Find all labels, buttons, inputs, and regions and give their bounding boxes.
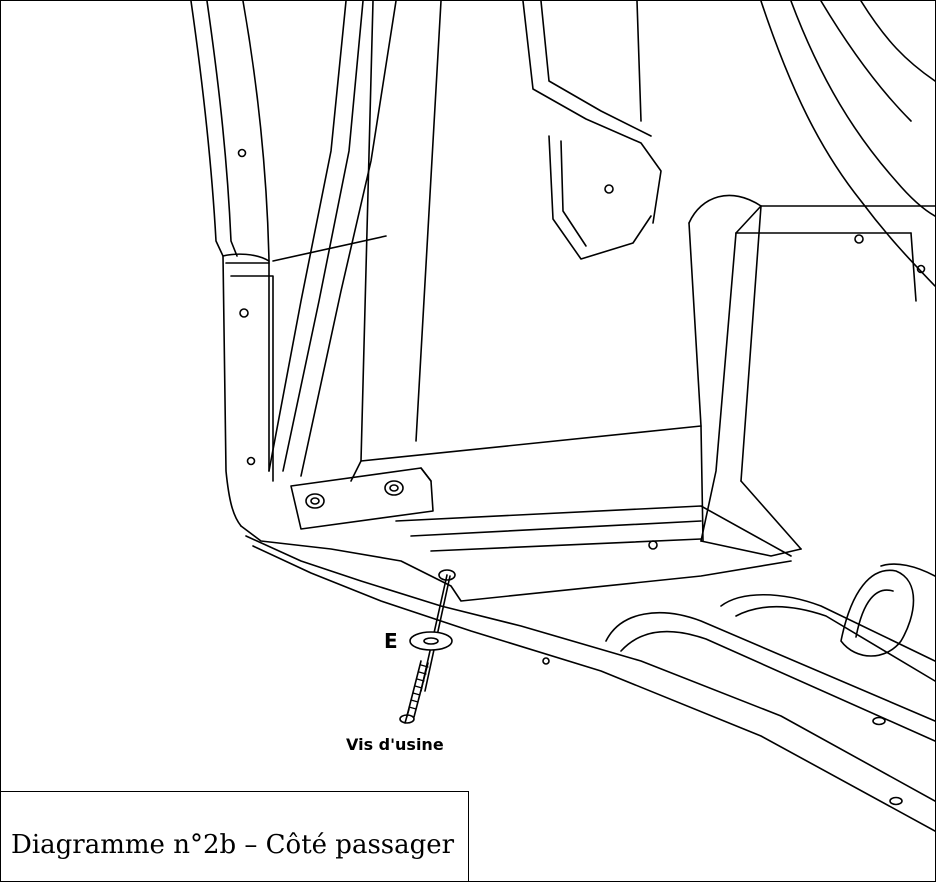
floor-loop <box>840 569 915 657</box>
console-box <box>700 205 935 557</box>
screw-label: Vis d'usine <box>346 735 444 754</box>
washer-and-screw <box>399 574 453 724</box>
inner-pillars <box>268 1 397 477</box>
washer-label: E <box>384 629 398 653</box>
floor-pan <box>240 505 935 832</box>
left-pillar <box>190 1 274 527</box>
back-wall <box>350 1 704 542</box>
upper-bracket <box>522 1 662 260</box>
right-upper-frame <box>688 1 935 287</box>
diagram-caption: Diagramme n°2b – Côté passager <box>1 791 469 881</box>
floor-ribs <box>542 563 935 806</box>
floor-bracket <box>290 467 434 530</box>
